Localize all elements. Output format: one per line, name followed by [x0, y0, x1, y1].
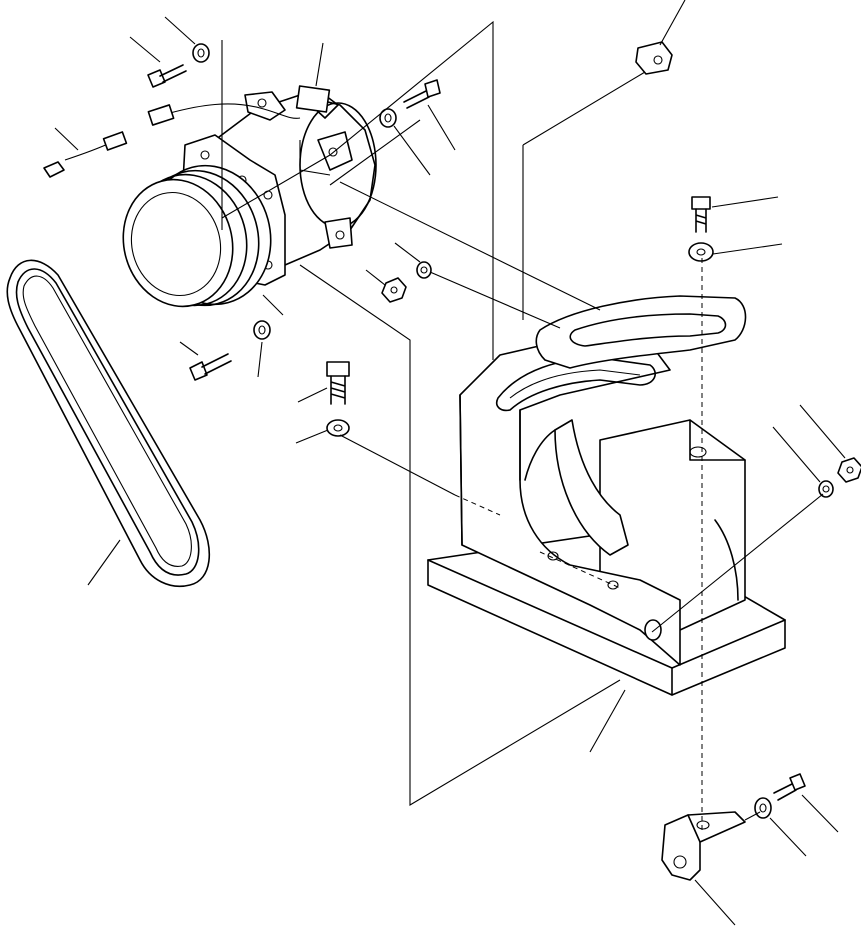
mounting-bracket [459, 339, 746, 666]
v-belt [6, 259, 211, 587]
adjusting-arm [524, 295, 747, 556]
upper-clip [635, 41, 673, 75]
wire-connector [147, 103, 301, 126]
assembly-lines [221, 20, 824, 830]
compressor-clutch-pulley [122, 164, 272, 308]
bolts [147, 64, 806, 801]
nuts [381, 277, 861, 483]
lower-support-bracket [661, 811, 746, 881]
washers [192, 43, 834, 819]
electrical-terminal [43, 131, 128, 178]
callout-leaders [54, 0, 846, 926]
